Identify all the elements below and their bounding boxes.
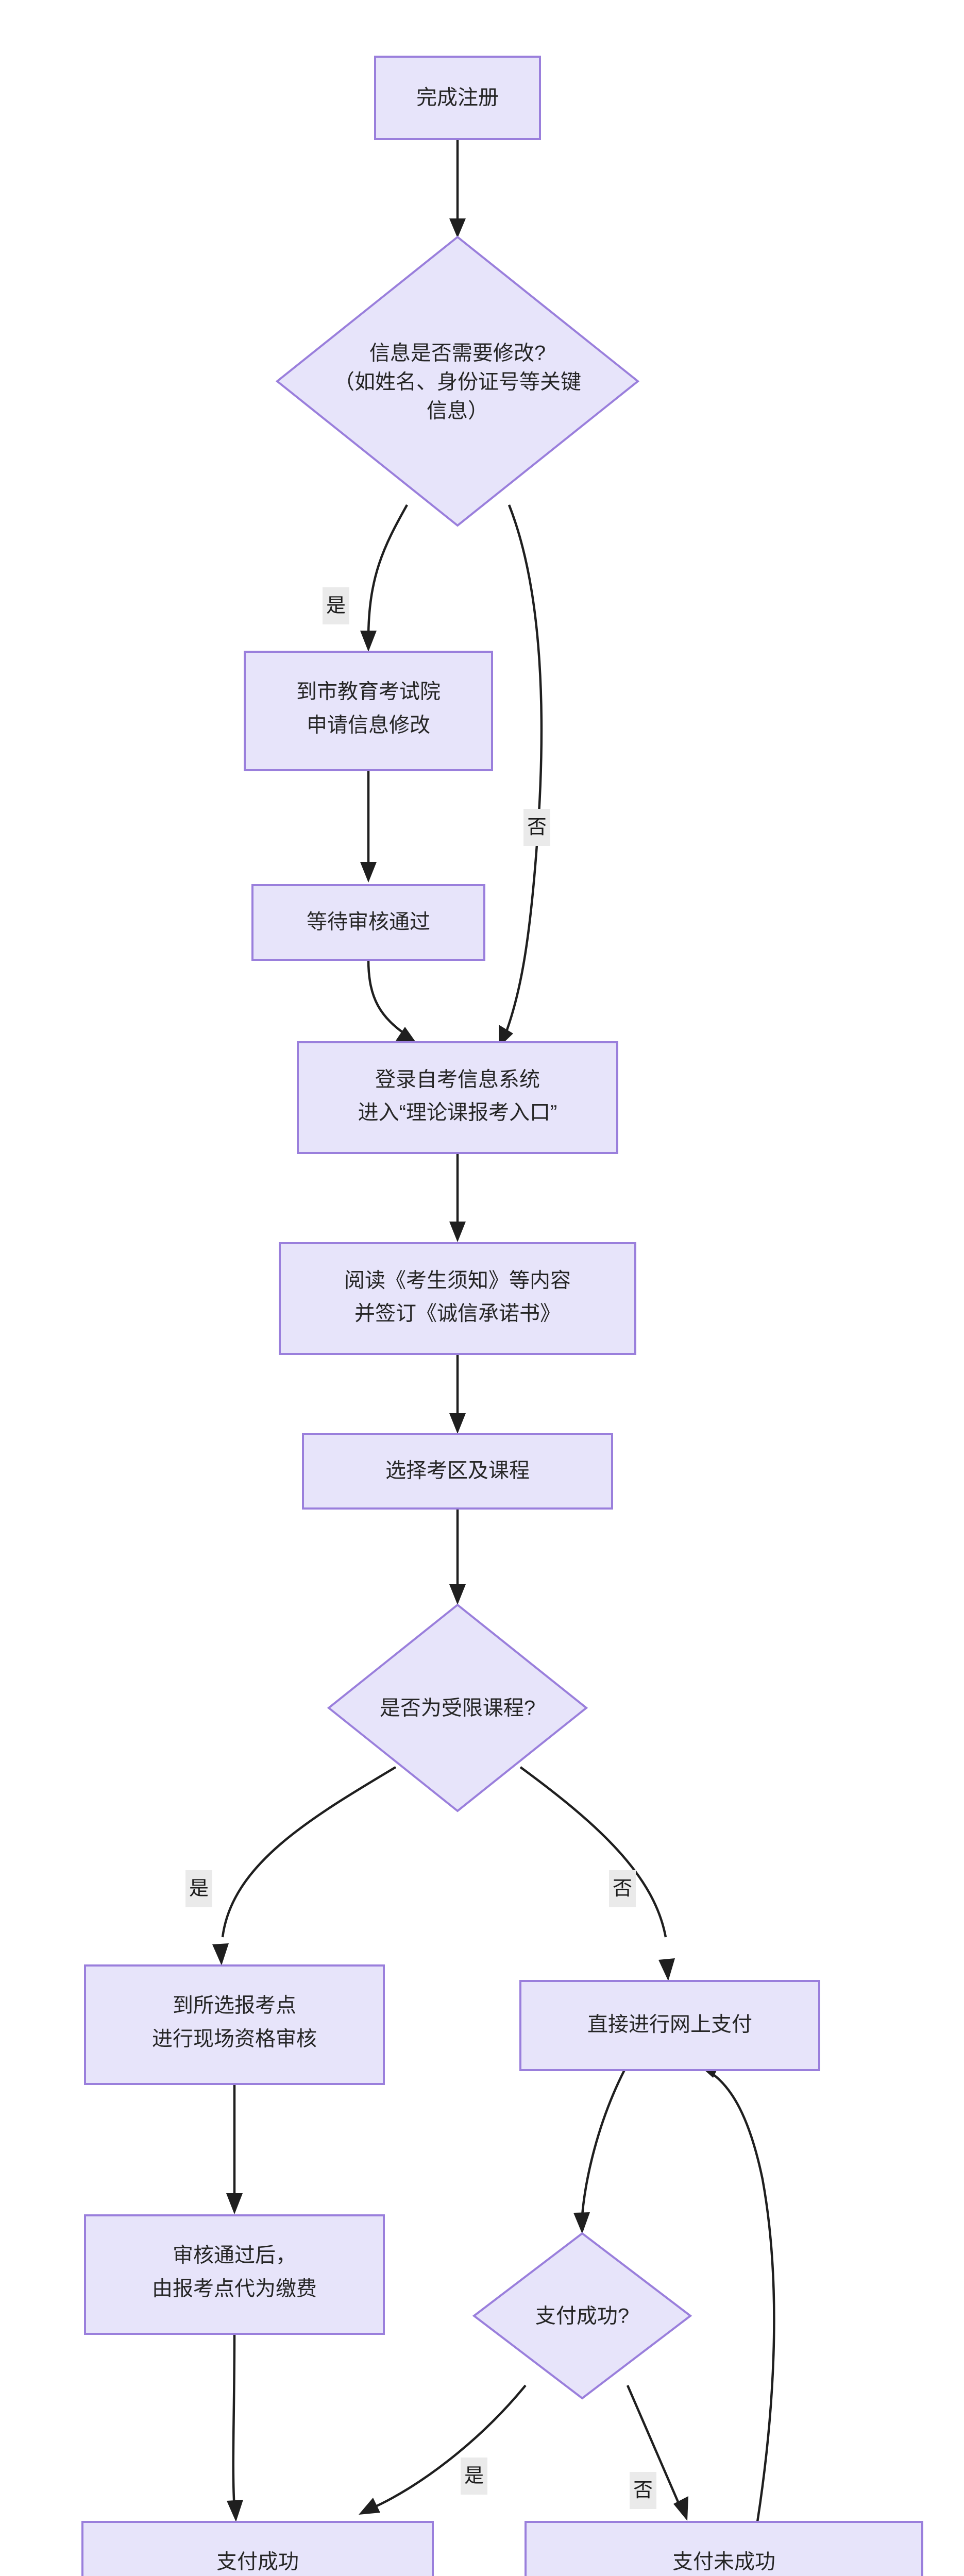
- node-apply-info-change[interactable]: 到市教育考试院 申请信息修改: [244, 651, 493, 771]
- edge-n10-n12: [573, 2069, 626, 2234]
- edge-label-text: 是: [326, 595, 346, 617]
- node-label-line-2: 并签订《诚信承诺书》: [354, 1302, 561, 1325]
- edge-n3-n4: [360, 770, 377, 883]
- edge-layer: [212, 139, 775, 2522]
- edge-label-yes-restricted: 是: [185, 1870, 212, 1907]
- node-login-system[interactable]: 登录自考信息系统 进入“理论课报考入口”: [297, 1041, 618, 1154]
- node-wait-approval[interactable]: 等待审核通过: [251, 884, 485, 961]
- node-label-line-2: 申请信息修改: [307, 714, 430, 737]
- node-label-line-1: 信息是否需要修改?: [369, 342, 546, 365]
- node-label-line-2: 由报考点代为缴费: [152, 2278, 317, 2300]
- node-label-line-3: 信息）: [427, 400, 488, 422]
- node-label-line-1: 审核通过后，: [173, 2244, 296, 2267]
- node-label: 直接进行网上支付: [587, 2013, 752, 2036]
- node-label: 等待审核通过: [307, 911, 430, 934]
- node-label-line-1: 阅读《考生须知》等内容: [344, 1269, 571, 1292]
- node-complete-registration[interactable]: 完成注册: [374, 56, 541, 140]
- node-payment-success[interactable]: 支付成功 课程锁定，报考费不退: [81, 2521, 434, 2576]
- edge-n6-n7: [449, 1354, 466, 1434]
- node-read-notice-sign[interactable]: 阅读《考生须知》等内容 并签订《诚信承诺书》: [279, 1242, 636, 1355]
- node-label: 是否为受限课程?: [380, 1697, 535, 1720]
- edge-n5-n6: [449, 1153, 466, 1242]
- edge-label-text: 是: [464, 2465, 484, 2487]
- edge-label-yes-paid: 是: [461, 2458, 487, 2495]
- edge-n2-n5: [499, 504, 543, 1047]
- node-site-pays-fee[interactable]: 审核通过后， 由报考点代为缴费: [84, 2214, 385, 2335]
- node-label-line-1: 支付成功: [216, 2551, 299, 2573]
- node-label: 选择考区及课程: [385, 1460, 530, 1482]
- edge-n2-n3: [360, 504, 408, 652]
- edge-n7-n8: [449, 1509, 466, 1605]
- node-label-line-1: 支付未成功: [672, 2551, 775, 2573]
- node-label-line-1: 到所选报考点: [173, 1994, 296, 2017]
- edge-label-yes-modify: 是: [323, 587, 349, 624]
- edge-n8-n10: [519, 1766, 675, 1981]
- node-restricted-course-decision[interactable]: 是否为受限课程?: [327, 1603, 588, 1812]
- node-payment-success-decision[interactable]: 支付成功?: [472, 2232, 692, 2400]
- edge-n14-n10: [699, 2063, 775, 2522]
- node-label: 支付成功?: [535, 2305, 629, 2328]
- edge-label-no-restricted: 否: [609, 1870, 636, 1907]
- node-label-line-2: 进入“理论课报考入口”: [358, 1101, 557, 1124]
- edge-n4-n5: [367, 959, 417, 1044]
- node-label: 完成注册: [416, 87, 499, 109]
- node-label-line-2: 进行现场资格审核: [152, 2028, 317, 2050]
- edge-label-no-paid: 否: [630, 2472, 656, 2509]
- edge-label-layer: 是 否 是 否 是 否: [185, 587, 656, 2509]
- node-label-line-1: 到市教育考试院: [296, 681, 441, 703]
- edge-n8-n9: [212, 1766, 397, 1965]
- edge-n11-n13: [227, 2333, 243, 2522]
- edge-n1-n2: [449, 139, 466, 238]
- edge-n12-n14: [626, 2385, 688, 2521]
- node-label-line-2: （如姓名、身份证号等关键: [334, 371, 581, 394]
- node-label-line-1: 登录自考信息系统: [375, 1069, 540, 1091]
- edge-label-text: 是: [189, 1878, 209, 1900]
- node-payment-failed[interactable]: 支付未成功 可返回修改课程或重新支付: [525, 2521, 923, 2576]
- node-layer: 完成注册 信息是否需要修改? （如姓名、身份证号等关键 信息） 到市教育考试院 …: [81, 56, 923, 2576]
- node-need-info-change-decision[interactable]: 信息是否需要修改? （如姓名、身份证号等关键 信息）: [275, 235, 640, 527]
- edge-label-text: 否: [527, 817, 547, 838]
- edge-label-no-modify: 否: [523, 809, 550, 846]
- edge-label-text: 否: [633, 2480, 653, 2501]
- node-select-area-course[interactable]: 选择考区及课程: [302, 1433, 613, 1510]
- edge-n12-n13: [359, 2384, 527, 2515]
- edge-n9-n11: [226, 2084, 243, 2214]
- node-online-payment[interactable]: 直接进行网上支付: [519, 1980, 820, 2071]
- node-onsite-qualification-review[interactable]: 到所选报考点 进行现场资格审核: [84, 1964, 385, 2085]
- edge-label-text: 否: [613, 1878, 632, 1900]
